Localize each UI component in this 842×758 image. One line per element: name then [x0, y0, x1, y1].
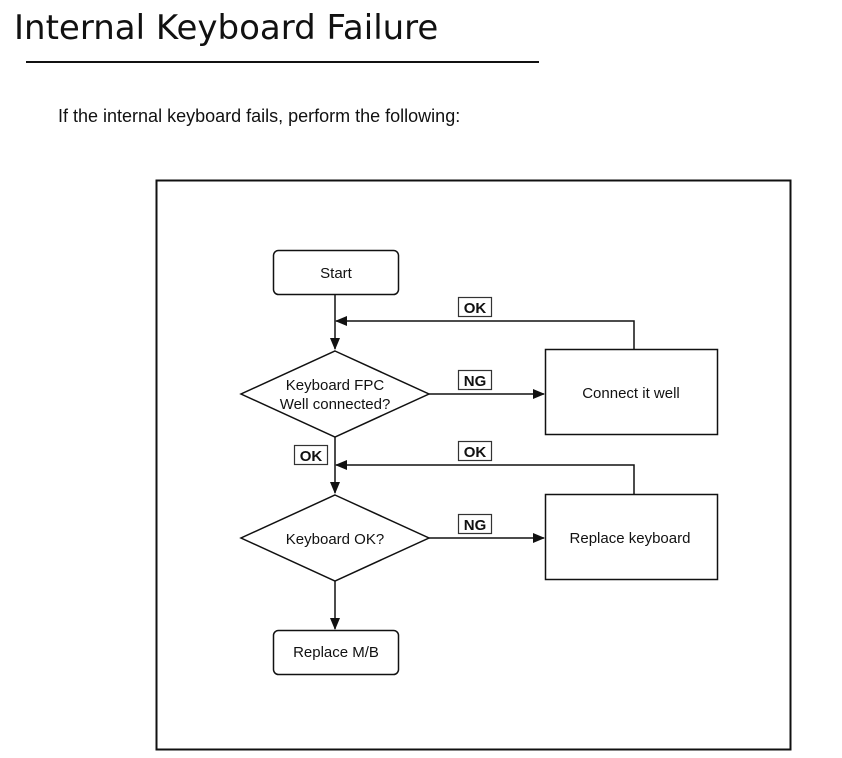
- action-replace-keyboard-node: Replace keyboard: [544, 493, 719, 581]
- action-connect-label: Connect it well: [582, 385, 680, 402]
- svg-text:OK: OK: [464, 300, 487, 317]
- start-label: Start: [320, 265, 353, 282]
- intro-text: If the internal keyboard fails, perform …: [58, 106, 461, 126]
- ok-tag-down-1: OK: [293, 444, 329, 466]
- svg-text:OK: OK: [300, 448, 323, 465]
- decision-keyboard-ok: Keyboard OK?: [239, 494, 431, 582]
- svg-text:NG: NG: [464, 373, 487, 390]
- ng-tag-1: NG: [457, 369, 493, 391]
- action-connect-node: Connect it well: [544, 348, 719, 436]
- decision-keyboard-ok-label: Keyboard OK?: [286, 531, 384, 548]
- page-title: Internal Keyboard Failure: [14, 8, 439, 48]
- decision-fpc-connected-line-1: Keyboard FPC: [286, 377, 385, 394]
- svg-text:NG: NG: [464, 517, 487, 534]
- flowchart-frame: [155, 179, 792, 751]
- start-node: Start: [272, 249, 400, 296]
- svg-text:OK: OK: [464, 444, 487, 461]
- decision-fpc-connected-line-2: Well connected?: [280, 396, 391, 413]
- connector-ok-return-1: [335, 316, 635, 349]
- decision-fpc-connected: Keyboard FPC Well connected?: [239, 350, 431, 438]
- ok-tag-return-1: OK: [457, 296, 493, 318]
- title-underline: [26, 61, 539, 63]
- end-replace-mb-node: Replace M/B: [272, 629, 400, 676]
- ok-tag-return-2: OK: [457, 440, 493, 462]
- end-replace-mb-label: Replace M/B: [293, 644, 379, 661]
- action-replace-keyboard-label: Replace keyboard: [570, 530, 691, 547]
- ng-tag-2: NG: [457, 513, 493, 535]
- connector-ok-return-2: [335, 460, 635, 494]
